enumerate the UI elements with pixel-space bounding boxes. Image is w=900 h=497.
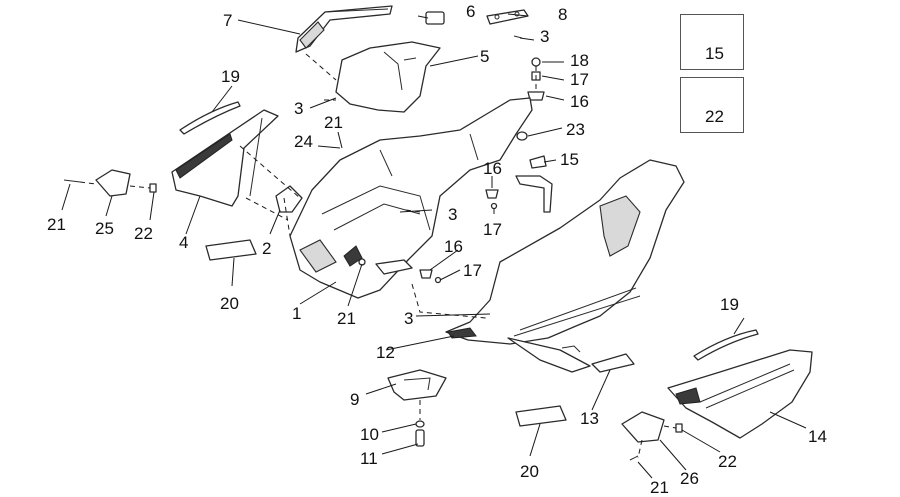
part-19-trim-strip-right bbox=[693, 329, 759, 361]
clip-22-right bbox=[675, 423, 683, 433]
screw-21-left bbox=[63, 179, 81, 183]
callout-3-mid: 3 bbox=[448, 205, 458, 224]
callout-21-mid: 21 bbox=[337, 309, 356, 328]
callout-3-top: 3 bbox=[540, 27, 550, 46]
callout-4: 4 bbox=[179, 233, 189, 252]
callout-11: 11 bbox=[360, 449, 378, 468]
part-13-plate bbox=[591, 353, 635, 373]
callout-22-right: 22 bbox=[718, 452, 737, 471]
callout-21-left: 21 bbox=[47, 215, 66, 234]
callout-25: 25 bbox=[95, 219, 114, 238]
callout-19-right: 19 bbox=[720, 295, 739, 314]
part-6-clip bbox=[425, 11, 445, 25]
callout-16-top: 16 bbox=[570, 92, 589, 111]
callout-10: 10 bbox=[360, 425, 379, 444]
callout-15-mid: 15 bbox=[560, 150, 579, 169]
callout-box-15: 15 bbox=[705, 44, 724, 63]
part-5-inner-panel bbox=[335, 41, 441, 113]
part-10-washer bbox=[415, 420, 425, 428]
callout-box-22: 22 bbox=[705, 107, 724, 126]
callout-17-top: 17 bbox=[570, 70, 589, 89]
part-14-side-frame bbox=[667, 349, 813, 439]
screw-21-bottom bbox=[629, 455, 639, 461]
part-12-side-panel bbox=[445, 159, 685, 373]
callout-5: 5 bbox=[480, 47, 490, 66]
part-26-cover bbox=[621, 411, 665, 443]
callout-26: 26 bbox=[680, 469, 699, 488]
part-4-side-frame bbox=[171, 109, 279, 207]
callout-3-low: 3 bbox=[404, 309, 414, 328]
callout-6: 6 bbox=[466, 2, 476, 21]
part-23-grommet bbox=[516, 131, 528, 141]
callout-12: 12 bbox=[376, 343, 395, 362]
callout-22-left: 22 bbox=[134, 224, 153, 243]
callout-8: 8 bbox=[558, 5, 568, 24]
callout-21-top: 21 bbox=[324, 113, 343, 132]
callout-17-low: 17 bbox=[463, 261, 482, 280]
callout-20-left: 20 bbox=[220, 294, 239, 313]
callout-21-bottom: 21 bbox=[650, 478, 669, 497]
callout-20-right: 20 bbox=[520, 462, 539, 481]
reference-box-22: 22 bbox=[680, 77, 744, 133]
part-20-plate-right bbox=[515, 405, 567, 427]
callout-16-mid: 16 bbox=[483, 159, 502, 178]
callout-3-left: 3 bbox=[294, 99, 304, 118]
part-8-strip bbox=[486, 9, 529, 25]
part-19-trim-strip bbox=[179, 101, 241, 135]
part-25-cover bbox=[95, 169, 131, 197]
callout-16-low: 16 bbox=[444, 237, 463, 256]
part-15-clip-bracket bbox=[515, 155, 553, 213]
part-1-front-shield bbox=[289, 97, 533, 299]
callout-24: 24 bbox=[294, 132, 313, 151]
callout-23: 23 bbox=[566, 120, 585, 139]
callout-19-left: 19 bbox=[221, 67, 240, 86]
part-9-tray bbox=[387, 369, 447, 401]
part-11-pin bbox=[415, 429, 425, 447]
clip-22-left bbox=[149, 183, 157, 193]
part-2-bracket bbox=[275, 185, 303, 213]
fasteners-16-17-mid bbox=[358, 189, 499, 284]
callout-13: 13 bbox=[580, 409, 599, 428]
callout-2: 2 bbox=[262, 239, 272, 258]
callout-7: 7 bbox=[223, 11, 233, 30]
callout-18: 18 bbox=[570, 51, 589, 70]
callout-14: 14 bbox=[808, 427, 827, 446]
dashed-assembly-lines bbox=[79, 53, 677, 459]
part-20-plate-left bbox=[205, 239, 257, 261]
callout-1: 1 bbox=[292, 304, 302, 323]
part-7-bracket bbox=[295, 5, 393, 53]
callout-9: 9 bbox=[350, 390, 360, 409]
leader-lines bbox=[61, 13, 807, 479]
callout-17-mid: 17 bbox=[483, 220, 502, 239]
reference-box-15: 15 bbox=[680, 14, 744, 70]
